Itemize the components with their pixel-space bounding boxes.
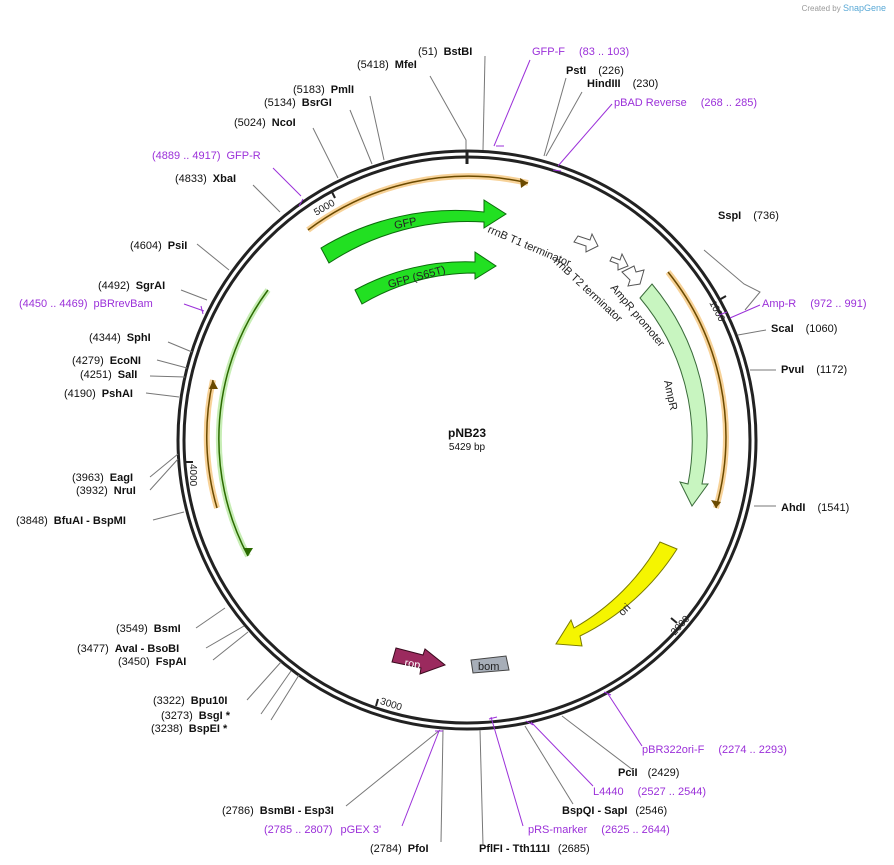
primer-pbrrevbam: (4450 .. 4469)pBRrevBam <box>19 298 153 310</box>
snapgene-brand: Created by SnapGene <box>802 3 886 13</box>
brand-created-by: Created by <box>801 4 841 13</box>
rrnb-t2-terminator-feature[interactable] <box>609 252 629 271</box>
primer-pbad-reverse: pBAD Reverse(268 .. 285) <box>614 97 757 109</box>
primer-gfp-f: GFP-F(83 .. 103) <box>532 46 629 58</box>
orf-arcs <box>203 173 729 558</box>
plasmid-length: 5429 bp <box>449 442 486 453</box>
site-bfuai-bspmi: (3848)BfuAI - BspMI <box>16 515 126 527</box>
rop-feature[interactable] <box>391 647 447 675</box>
backbone-inner <box>182 155 752 725</box>
site-sspi: SspI(736) <box>718 210 779 222</box>
plasmid-name: pNB23 <box>448 426 486 440</box>
site-bspei: (3238)BspEI * <box>151 723 228 735</box>
site-eagi: (3963)EagI <box>72 472 133 484</box>
site-sphi: (4344)SphI <box>89 332 151 344</box>
primer-l4440: L4440(2527 .. 2544) <box>593 786 706 798</box>
site-pmli: (5183)PmlI <box>293 84 354 96</box>
primer-prs-marker: pRS-marker(2625 .. 2644) <box>528 824 670 836</box>
site-pflfi-tth111i: PflFI - Tth111I(2685) <box>479 843 590 855</box>
site-bpu10i: (3322)Bpu10I <box>153 695 227 707</box>
site-econi: (4279)EcoNI <box>72 355 141 367</box>
site-bsmi: (3549)BsmI <box>116 623 181 635</box>
site-bspqi-sapi: BspQI - SapI(2546) <box>562 805 667 817</box>
primer-connectors <box>183 59 761 827</box>
rop-label: rop <box>403 657 421 672</box>
ampr-promoter-feature[interactable] <box>621 265 645 287</box>
site-sgrai: (4492)SgrAI <box>98 280 165 292</box>
bom-feature[interactable] <box>470 655 510 674</box>
site-pcii: PciI(2429) <box>618 767 679 779</box>
tick-4000: 4000 <box>187 464 198 487</box>
site-pvui: PvuI(1172) <box>781 364 847 376</box>
ori-feature[interactable] <box>555 541 678 647</box>
bom-label: bom <box>478 661 499 673</box>
site-psii: (4604)PsiI <box>130 240 187 252</box>
snapgene-logo: SnapGene <box>842 3 886 13</box>
site-mfei: (5418)MfeI <box>357 59 417 71</box>
gfp-feature[interactable] <box>320 199 507 264</box>
site-pfoi: (2784)PfoI <box>370 843 429 855</box>
backbone-outer <box>176 149 758 731</box>
primer-pgex-3: (2785 .. 2807)pGEX 3' <box>264 824 381 836</box>
site-nrui: (3932)NruI <box>76 485 136 497</box>
site-fspai: (3450)FspAI <box>118 656 186 668</box>
gfp-s65t-feature[interactable] <box>354 251 497 305</box>
site-xbai: (4833)XbaI <box>175 173 236 185</box>
site-psti: PstI(226) <box>566 65 624 77</box>
site-sali: (4251)SalI <box>80 369 137 381</box>
site-pshai: (4190)PshAI <box>64 388 133 400</box>
site-scai: ScaI(1060) <box>771 323 837 335</box>
site-bsmbi-esp3i: (2786)BsmBI - Esp3I <box>222 805 334 817</box>
site-ahdi: AhdI(1541) <box>781 502 849 514</box>
primer-pbr322ori-f: pBR322ori-F(2274 .. 2293) <box>642 744 787 756</box>
gfp-label: GFP <box>393 215 418 231</box>
site-bsrgi: (5134)BsrGI <box>264 97 332 109</box>
rrnb-t1-terminator-feature[interactable] <box>573 232 599 253</box>
site-bstbi: (51)BstBI <box>418 46 472 58</box>
ampr-label: AmpR <box>661 379 679 411</box>
ampr-feature[interactable] <box>639 283 709 507</box>
site-avai-bsobi: (3477)AvaI - BsoBI <box>77 643 179 655</box>
primer-gfp-r: (4889 .. 4917)GFP-R <box>152 150 261 162</box>
site-connectors <box>145 55 776 846</box>
site-bsgi: (3273)BsgI * <box>161 710 231 722</box>
site-ncoi: (5024)NcoI <box>234 117 296 129</box>
primer-amp-r: Amp-R(972 .. 991) <box>762 298 867 310</box>
site-hindiii: HindIII(230) <box>587 78 658 90</box>
